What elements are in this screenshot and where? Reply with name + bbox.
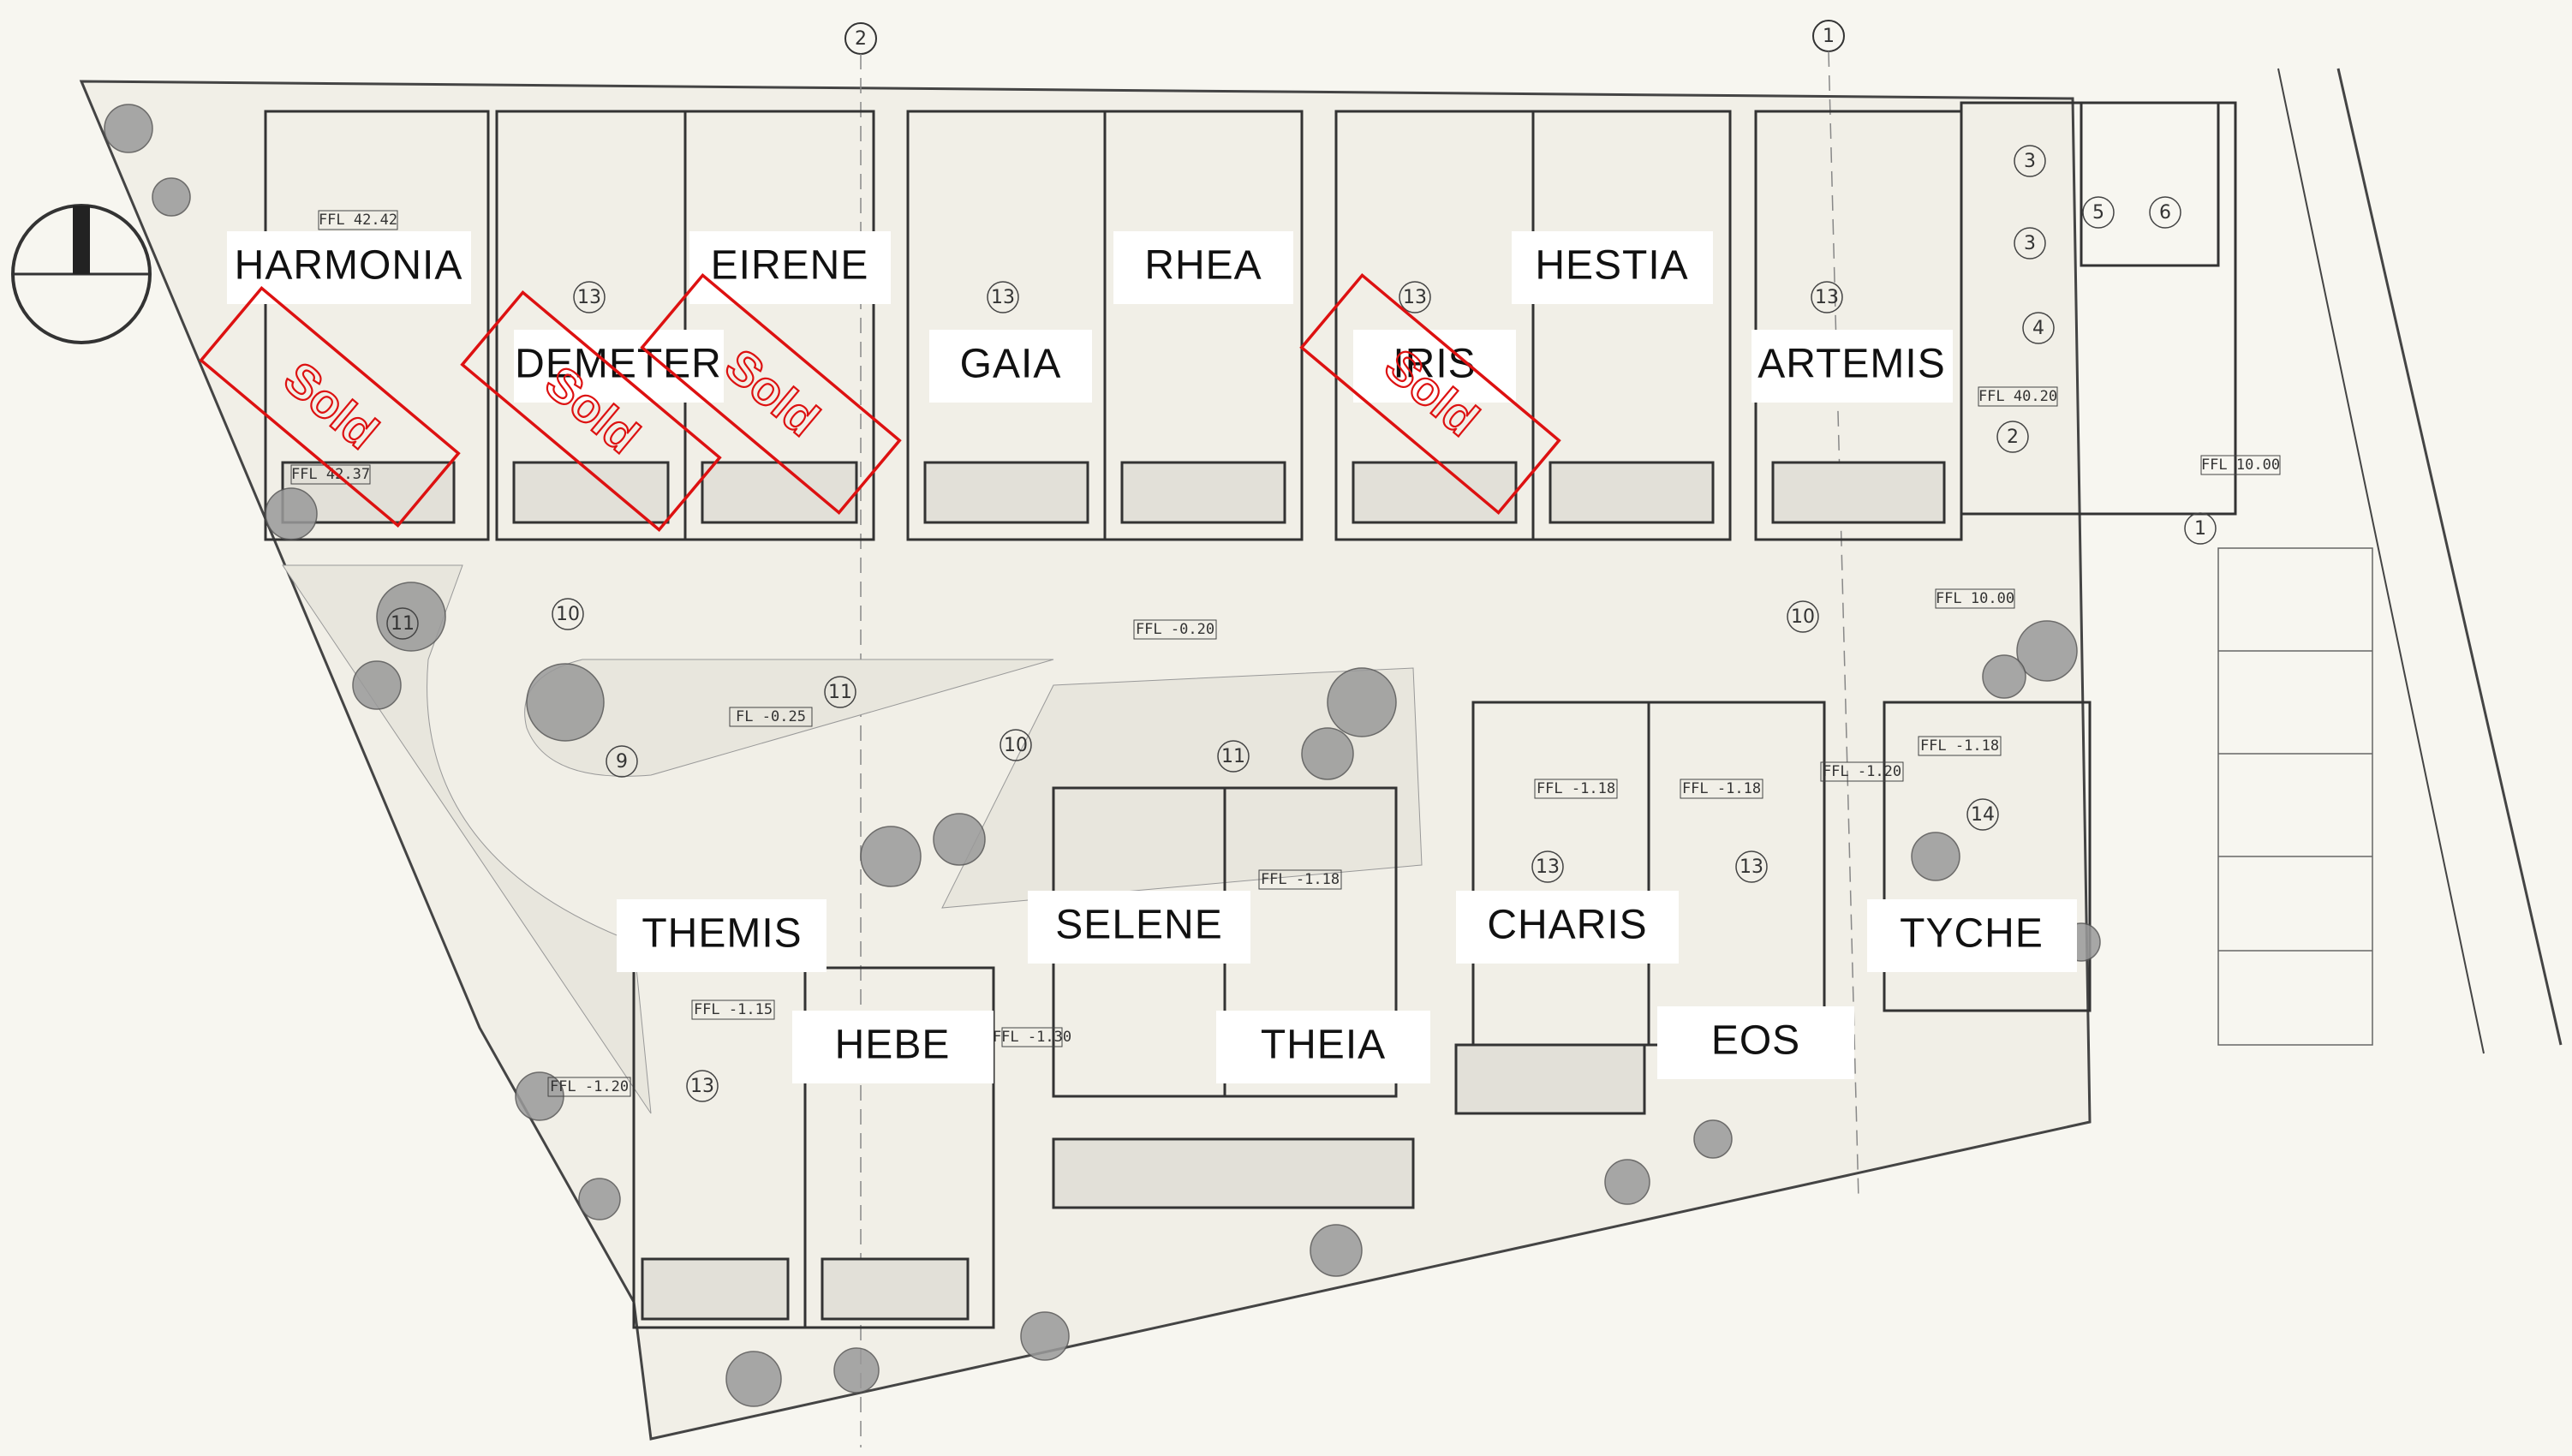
unit-label-eirene[interactable]: EIRENE xyxy=(711,243,869,289)
unit-label-hestia[interactable]: HESTIA xyxy=(1535,243,1688,289)
south-block-3 xyxy=(1454,701,1826,1115)
parking-area xyxy=(2217,547,2373,1046)
marker: 1 xyxy=(2194,518,2206,540)
marker: 2 xyxy=(2007,427,2019,448)
ffl-label: FFL -1.15 xyxy=(694,1001,773,1018)
marker: 13 xyxy=(1815,287,1839,308)
marker: 11 xyxy=(391,613,415,635)
marker: 10 xyxy=(556,604,580,625)
road-edge xyxy=(2336,68,2563,1046)
north-arrow-icon xyxy=(11,204,152,344)
marker: 11 xyxy=(828,682,852,703)
ffl-label: FFL 40.20 xyxy=(1978,388,2057,405)
marker: 5 xyxy=(2092,202,2104,224)
unit-label-tyche[interactable]: TYCHE xyxy=(1900,911,2044,957)
marker: 10 xyxy=(1791,606,1815,628)
unit-label-iris[interactable]: IRIS xyxy=(1393,342,1476,387)
ffl-label: FFL 10.00 xyxy=(2201,456,2280,474)
marker: 11 xyxy=(1221,746,1245,767)
axis-marker-1-label: 1 xyxy=(1823,26,1835,47)
marker: 13 xyxy=(1740,856,1763,878)
axis-marker-1: 1 xyxy=(1812,20,1859,1200)
north-block-4 xyxy=(1754,101,2237,541)
ffl-label: FFL -1.20 xyxy=(1823,763,1901,780)
marker: 6 xyxy=(2159,202,2171,224)
north-block-2 xyxy=(906,110,1304,541)
marker: 14 xyxy=(1971,804,1995,826)
marker: 3 xyxy=(2024,151,2036,172)
south-block-1 xyxy=(632,966,995,1329)
north-block-3 xyxy=(1334,110,1732,541)
ffl-label: FFL 42.42 xyxy=(319,212,397,229)
marker: 13 xyxy=(1403,287,1427,308)
marker: 13 xyxy=(1536,856,1560,878)
numbered-markers: 1 2 3 3 4 5 6 9 10 10 10 11 11 11 13 13 … xyxy=(386,145,2217,1102)
south-block-4 xyxy=(1883,701,2092,1012)
axis-marker-2-label: 2 xyxy=(855,28,867,50)
ffl-label: FFL -1.20 xyxy=(550,1078,629,1095)
unit-label-hebe[interactable]: HEBE xyxy=(835,1023,951,1068)
unit-label-demeter[interactable]: DEMETER xyxy=(515,342,722,387)
unit-label-charis[interactable]: CHARIS xyxy=(1487,903,1647,948)
unit-label-artemis[interactable]: ARTEMIS xyxy=(1757,342,1945,387)
unit-label-harmonia[interactable]: HARMONIA xyxy=(235,243,463,289)
marker: 10 xyxy=(1004,735,1028,756)
marker: 9 xyxy=(616,751,628,773)
unit-label-theia[interactable]: THEIA xyxy=(1261,1023,1386,1068)
marker: 4 xyxy=(2032,318,2044,339)
unit-labels: HARMONIA DEMETER EIRENE GAIA RHEA IRIS H… xyxy=(227,231,2077,1083)
road-edge-2 xyxy=(2277,68,2485,1054)
ffl-label: FFL -1.18 xyxy=(1920,737,1999,755)
ffl-label: FFL -1.30 xyxy=(993,1029,1071,1046)
marker: 13 xyxy=(690,1076,714,1097)
unit-label-selene[interactable]: SELENE xyxy=(1055,903,1222,948)
ffl-label: FFL 42.37 xyxy=(291,466,370,483)
trees xyxy=(104,104,2101,1407)
axis-marker-2: 2 xyxy=(844,22,877,1447)
unit-label-rhea[interactable]: RHEA xyxy=(1144,243,1262,289)
unit-label-themis[interactable]: THEMIS xyxy=(642,911,802,957)
marker: 3 xyxy=(2024,233,2036,254)
south-block-2 xyxy=(1052,786,1415,1209)
marker: 13 xyxy=(577,287,601,308)
ffl-label: FFL -1.18 xyxy=(1261,871,1340,888)
ffl-labels: FFL 42.42 FFL 42.37 FFL 40.20 FFL 10.00 … xyxy=(290,210,2281,1097)
ffl-label: FFL -1.18 xyxy=(1537,780,1615,797)
ffl-label: FFL 10.00 xyxy=(1936,590,2014,607)
unit-label-eos[interactable]: EOS xyxy=(1711,1018,1800,1064)
ffl-label: FFL -0.20 xyxy=(1136,621,1214,638)
marker: 13 xyxy=(991,287,1015,308)
ffl-label: FL -0.25 xyxy=(736,708,806,725)
ffl-label: FFL -1.18 xyxy=(1682,780,1761,797)
unit-label-gaia[interactable]: GAIA xyxy=(960,342,1062,387)
